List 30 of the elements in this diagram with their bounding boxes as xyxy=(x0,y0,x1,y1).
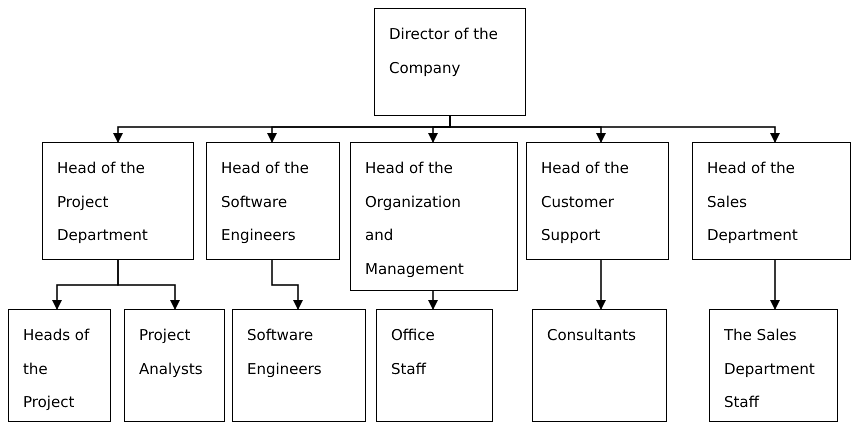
position-box xyxy=(532,309,667,422)
position-title: Head of the Project Department xyxy=(57,158,149,246)
arrow xyxy=(449,116,780,143)
position-box xyxy=(692,142,851,260)
arrow xyxy=(271,260,303,310)
arrow xyxy=(770,260,780,310)
position-title: Project Analysts xyxy=(139,325,204,380)
position-box xyxy=(124,309,225,422)
position-box xyxy=(8,309,111,422)
position-box xyxy=(206,142,340,260)
position-title: Head of the Software Engineers xyxy=(221,158,310,246)
position-title: The Sales Department Staff xyxy=(724,325,816,413)
position-title: Heads of the Project xyxy=(23,325,90,413)
arrow xyxy=(596,260,606,310)
position-title: Software Engineers xyxy=(247,325,323,380)
position-title: Office Staff xyxy=(391,325,436,380)
position-box xyxy=(42,142,194,260)
arrow xyxy=(428,291,438,310)
position-title: Head of the Customer Support xyxy=(541,158,630,246)
position-title: Head of the Sales Department xyxy=(707,158,799,246)
position-title: Head of the Organization and Management xyxy=(365,158,465,280)
position-box xyxy=(376,309,493,422)
position-box xyxy=(350,142,518,291)
position-box xyxy=(374,8,526,116)
position-box xyxy=(232,309,366,422)
arrow xyxy=(117,260,180,310)
position-title: Director of the Company xyxy=(389,24,499,78)
position-box xyxy=(526,142,669,260)
position-box xyxy=(709,309,838,422)
position-title: Consultants xyxy=(547,325,637,346)
